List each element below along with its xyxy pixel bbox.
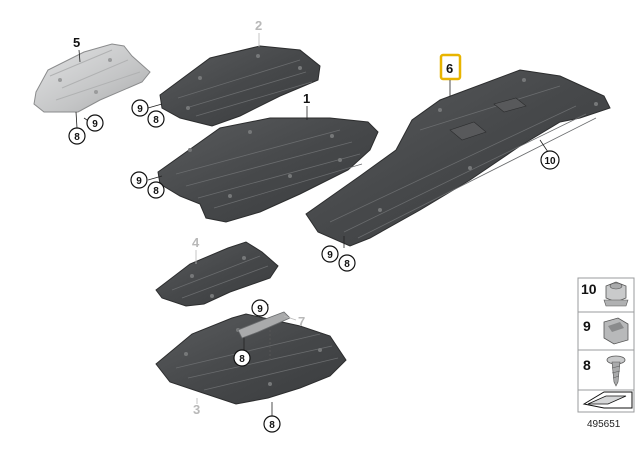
svg-text:8: 8 <box>153 115 159 126</box>
clip-nut-icon <box>603 317 629 345</box>
callout-p6-10[interactable]: 10 <box>540 150 560 170</box>
hex-nut-icon <box>603 281 629 307</box>
part-1-underbody-panel[interactable] <box>157 117 379 223</box>
svg-text:10: 10 <box>581 281 597 297</box>
part-4-underbody-panel[interactable] <box>155 241 279 307</box>
part-5-label: 5 <box>73 35 80 50</box>
part-6-highlight-box <box>439 53 462 81</box>
callout-p2-9[interactable]: 9 <box>131 99 149 117</box>
legend-direction-arrow-icon <box>582 391 633 409</box>
svg-text:9: 9 <box>583 318 591 334</box>
part-2-label: 2 <box>255 18 262 33</box>
part-5-heat-shield[interactable] <box>33 43 151 113</box>
svg-text:9: 9 <box>136 176 142 187</box>
callout-p2-8[interactable]: 8 <box>147 110 165 128</box>
part-7-label: 7 <box>298 314 305 329</box>
svg-text:9: 9 <box>92 119 98 130</box>
callout-p6-8[interactable]: 8 <box>338 254 356 272</box>
svg-text:8: 8 <box>74 132 80 143</box>
svg-text:10: 10 <box>544 156 556 167</box>
svg-text:9: 9 <box>257 304 263 315</box>
svg-text:8: 8 <box>269 420 275 431</box>
callout-p7-9[interactable]: 9 <box>251 299 269 317</box>
svg-text:9: 9 <box>327 250 333 261</box>
screw-icon <box>606 355 626 387</box>
part-1-label: 1 <box>303 91 310 106</box>
legend-item-9-clip[interactable]: 9 <box>583 317 629 345</box>
part-3-underbody-panel[interactable] <box>155 313 347 405</box>
legend-item-8-screw[interactable]: 8 <box>583 355 626 387</box>
legend-item-10-nut[interactable]: 10 <box>581 281 629 307</box>
callout-p1-9[interactable]: 9 <box>130 171 148 189</box>
part-4-label: 4 <box>192 235 200 250</box>
svg-text:8: 8 <box>239 354 245 365</box>
part-3-label: 3 <box>193 402 200 417</box>
callout-p5-9[interactable]: 9 <box>86 114 104 132</box>
callout-p3-8b[interactable]: 8 <box>263 415 281 433</box>
callout-p5-8[interactable]: 8 <box>68 127 86 145</box>
diagram-id: 495651 <box>587 419 621 430</box>
svg-text:8: 8 <box>153 186 159 197</box>
svg-text:9: 9 <box>137 104 143 115</box>
svg-text:8: 8 <box>344 259 350 270</box>
part-6-label: 6 <box>446 61 453 76</box>
part-2-underbody-panel[interactable] <box>159 45 321 127</box>
part-6-side-underbody-panel[interactable] <box>305 69 611 247</box>
callout-p6-9[interactable]: 9 <box>321 245 339 263</box>
callout-p1-8[interactable]: 8 <box>147 181 165 199</box>
svg-text:8: 8 <box>583 357 591 373</box>
callout-p3-8a[interactable]: 8 <box>233 349 251 367</box>
